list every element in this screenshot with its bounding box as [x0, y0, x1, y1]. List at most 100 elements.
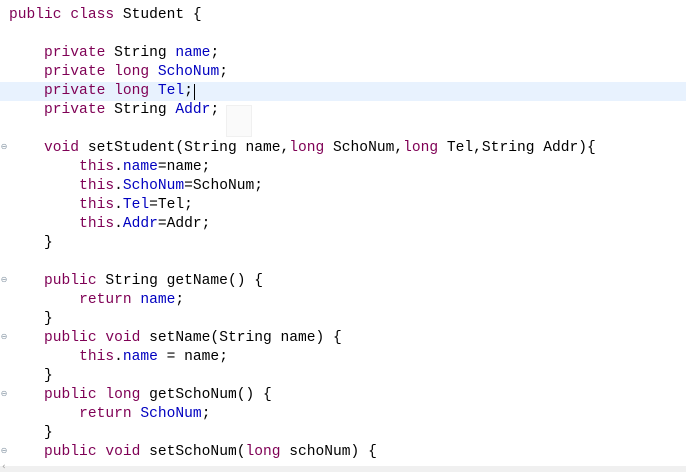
code-token: this: [79, 178, 115, 194]
code-token: [9, 102, 44, 118]
code-line[interactable]: public void setName(String name) {: [0, 329, 686, 348]
code-line[interactable]: }: [0, 424, 686, 443]
code-token: this: [79, 349, 115, 365]
code-line[interactable]: this.name=name;: [0, 158, 686, 177]
code-token: .: [114, 216, 123, 232]
code-token: name: [122, 159, 158, 175]
code-token: }: [9, 368, 53, 384]
code-line[interactable]: [0, 253, 686, 272]
code-token: private: [44, 83, 106, 99]
code-line[interactable]: this.Tel=Tel;: [0, 196, 686, 215]
code-token: [9, 387, 44, 403]
code-token: SchoNum,: [324, 140, 404, 156]
code-token: setStudent(String name,: [79, 140, 290, 156]
fold-collapse-icon[interactable]: [0, 447, 8, 455]
code-token: .: [114, 159, 123, 175]
code-line[interactable]: [0, 25, 686, 44]
code-token: schoNum) {: [280, 444, 377, 460]
code-token: ;: [175, 292, 185, 308]
code-token: name: [175, 45, 211, 61]
fold-collapse-icon[interactable]: [0, 143, 8, 151]
code-token: ;: [219, 64, 228, 80]
code-token: }: [9, 235, 53, 251]
code-line[interactable]: this.name = name;: [0, 348, 686, 367]
code-token: name: [140, 292, 176, 308]
code-token: long: [289, 140, 325, 156]
code-token: [149, 83, 158, 99]
code-token: Addr: [175, 102, 211, 118]
code-token: [9, 45, 44, 61]
code-token: private: [44, 45, 106, 61]
code-token: long: [245, 444, 281, 460]
code-token: [9, 83, 44, 99]
code-token: ;: [210, 102, 220, 118]
code-token: long: [403, 140, 439, 156]
code-line[interactable]: private String name;: [0, 44, 686, 63]
code-line[interactable]: }: [0, 367, 686, 386]
code-token: ;: [201, 406, 211, 422]
code-line[interactable]: public String getName() {: [0, 272, 686, 291]
code-token: [9, 292, 79, 308]
code-token: return: [79, 406, 132, 422]
code-token: [62, 7, 71, 23]
code-line[interactable]: private long Tel;: [0, 82, 686, 101]
code-token: [105, 64, 114, 80]
code-line[interactable]: private long SchoNum;: [0, 63, 686, 82]
code-token: [9, 178, 79, 194]
code-token: =SchoNum;: [184, 178, 263, 194]
code-token: private: [44, 102, 106, 118]
code-token: String getName() {: [96, 273, 263, 289]
code-token: =Addr;: [157, 216, 211, 232]
code-line[interactable]: private String Addr;: [0, 101, 686, 120]
code-token: void: [105, 444, 141, 460]
code-line[interactable]: [0, 120, 686, 139]
code-line[interactable]: void setStudent(String name,long SchoNum…: [0, 139, 686, 158]
code-line[interactable]: public class Student {: [0, 6, 686, 25]
code-token: SchoNum: [122, 178, 185, 194]
code-token: [9, 159, 79, 175]
code-token: = name;: [157, 349, 228, 365]
code-line[interactable]: return SchoNum;: [0, 405, 686, 424]
code-token: public: [9, 7, 62, 23]
code-line[interactable]: return name;: [0, 291, 686, 310]
code-token: String: [105, 102, 176, 118]
code-line[interactable]: }: [0, 234, 686, 253]
code-token: Tel,String Addr){: [438, 140, 596, 156]
code-token: SchoNum: [157, 64, 220, 80]
code-token: }: [9, 425, 53, 441]
editor-gutter: [0, 0, 9, 472]
code-token: void: [105, 330, 141, 346]
horizontal-scrollbar[interactable]: [0, 466, 686, 472]
code-token: this: [79, 216, 115, 232]
code-token: class: [70, 7, 115, 23]
code-line[interactable]: this.SchoNum=SchoNum;: [0, 177, 686, 196]
hover-hint: [226, 105, 252, 137]
text-caret: [194, 84, 195, 100]
code-token: setName(String name) {: [140, 330, 342, 346]
code-line[interactable]: }: [0, 310, 686, 329]
code-line[interactable]: public void setSchoNum(long schoNum) {: [0, 443, 686, 462]
fold-collapse-icon[interactable]: [0, 276, 8, 284]
code-token: String: [105, 45, 176, 61]
fold-collapse-icon[interactable]: [0, 333, 8, 341]
fold-collapse-icon[interactable]: [0, 390, 8, 398]
code-line[interactable]: public long getSchoNum() {: [0, 386, 686, 405]
code-token: return: [79, 292, 132, 308]
code-token: long: [114, 83, 150, 99]
code-line[interactable]: this.Addr=Addr;: [0, 215, 686, 234]
code-token: .: [114, 178, 123, 194]
code-token: long: [114, 64, 150, 80]
code-token: SchoNum: [140, 406, 202, 422]
code-token: Student {: [114, 7, 202, 23]
code-token: public: [44, 444, 97, 460]
code-token: public: [44, 387, 97, 403]
code-token: ;: [184, 83, 193, 99]
code-token: [9, 64, 44, 80]
code-token: [9, 140, 44, 156]
code-token: long: [105, 387, 141, 403]
code-token: [9, 349, 79, 365]
code-token: [149, 64, 158, 80]
scroll-left-icon[interactable]: ‹: [2, 462, 6, 472]
code-token: [9, 330, 44, 346]
